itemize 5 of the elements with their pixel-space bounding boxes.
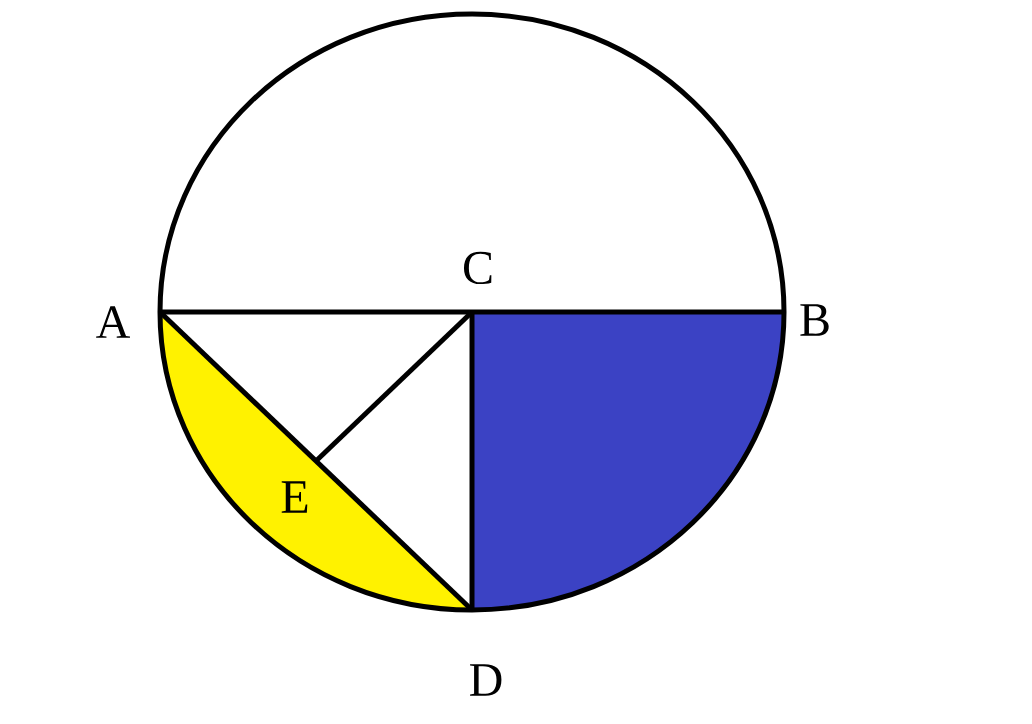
point-label: C — [464, 251, 492, 285]
point-label: E — [281, 481, 308, 513]
point-label: D — [470, 664, 502, 696]
point-label: B — [800, 304, 829, 336]
point-label: A — [96, 306, 130, 338]
